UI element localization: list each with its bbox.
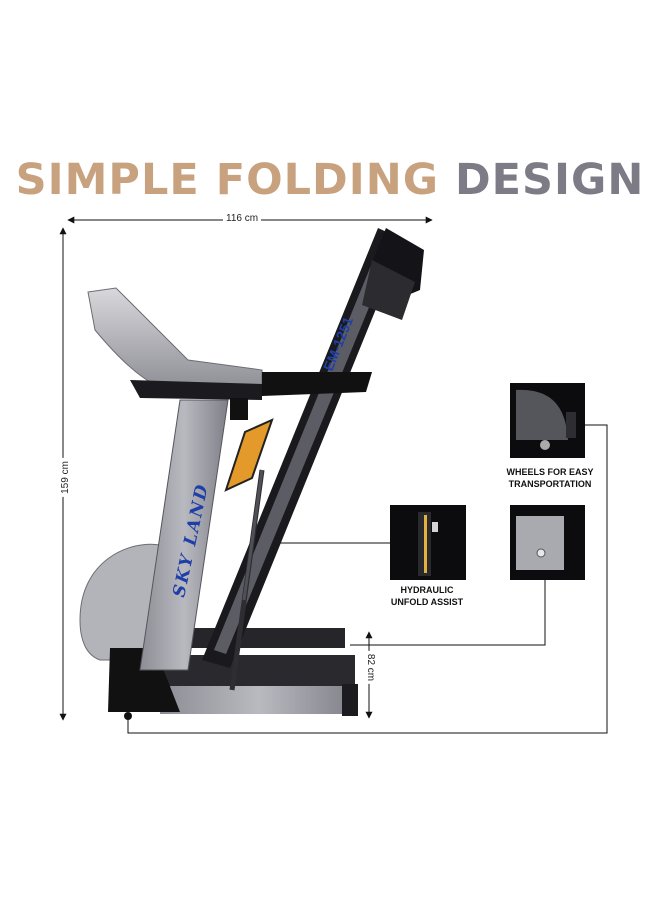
hydraulic-strut bbox=[229, 469, 265, 691]
hydraulic-caption-line2: UNFOLD ASSIST bbox=[390, 597, 464, 607]
wheels-caption: WHEELS FOR EASY TRANSPORTATION bbox=[495, 466, 605, 490]
height-dimension-label: 159 cm bbox=[59, 458, 71, 497]
orange-latch-detail bbox=[224, 418, 274, 492]
upright-post bbox=[139, 399, 229, 671]
console bbox=[87, 287, 372, 420]
headline-word-simple-folding: SIMPLE FOLDING bbox=[15, 155, 439, 205]
wheel-closeup-image bbox=[510, 505, 585, 580]
width-dimension-label: 116 cm bbox=[223, 213, 262, 224]
headline-word-design: DESIGN bbox=[454, 155, 645, 205]
wheels-callout-image bbox=[510, 383, 585, 458]
hydraulic-callout-image bbox=[390, 505, 466, 580]
wheels-caption-line2: TRANSPORTATION bbox=[508, 479, 592, 489]
hydraulic-caption-line1: HYDRAULIC bbox=[400, 585, 454, 595]
hydraulic-caption: HYDRAULIC UNFOLD ASSIST bbox=[372, 584, 482, 608]
base-height-dimension-label: 82 cm bbox=[365, 650, 377, 685]
headline: SIMPLE FOLDING DESIGN bbox=[0, 155, 660, 205]
callout-connectors bbox=[127, 424, 608, 734]
wheels-caption-line1: WHEELS FOR EASY bbox=[506, 467, 594, 477]
